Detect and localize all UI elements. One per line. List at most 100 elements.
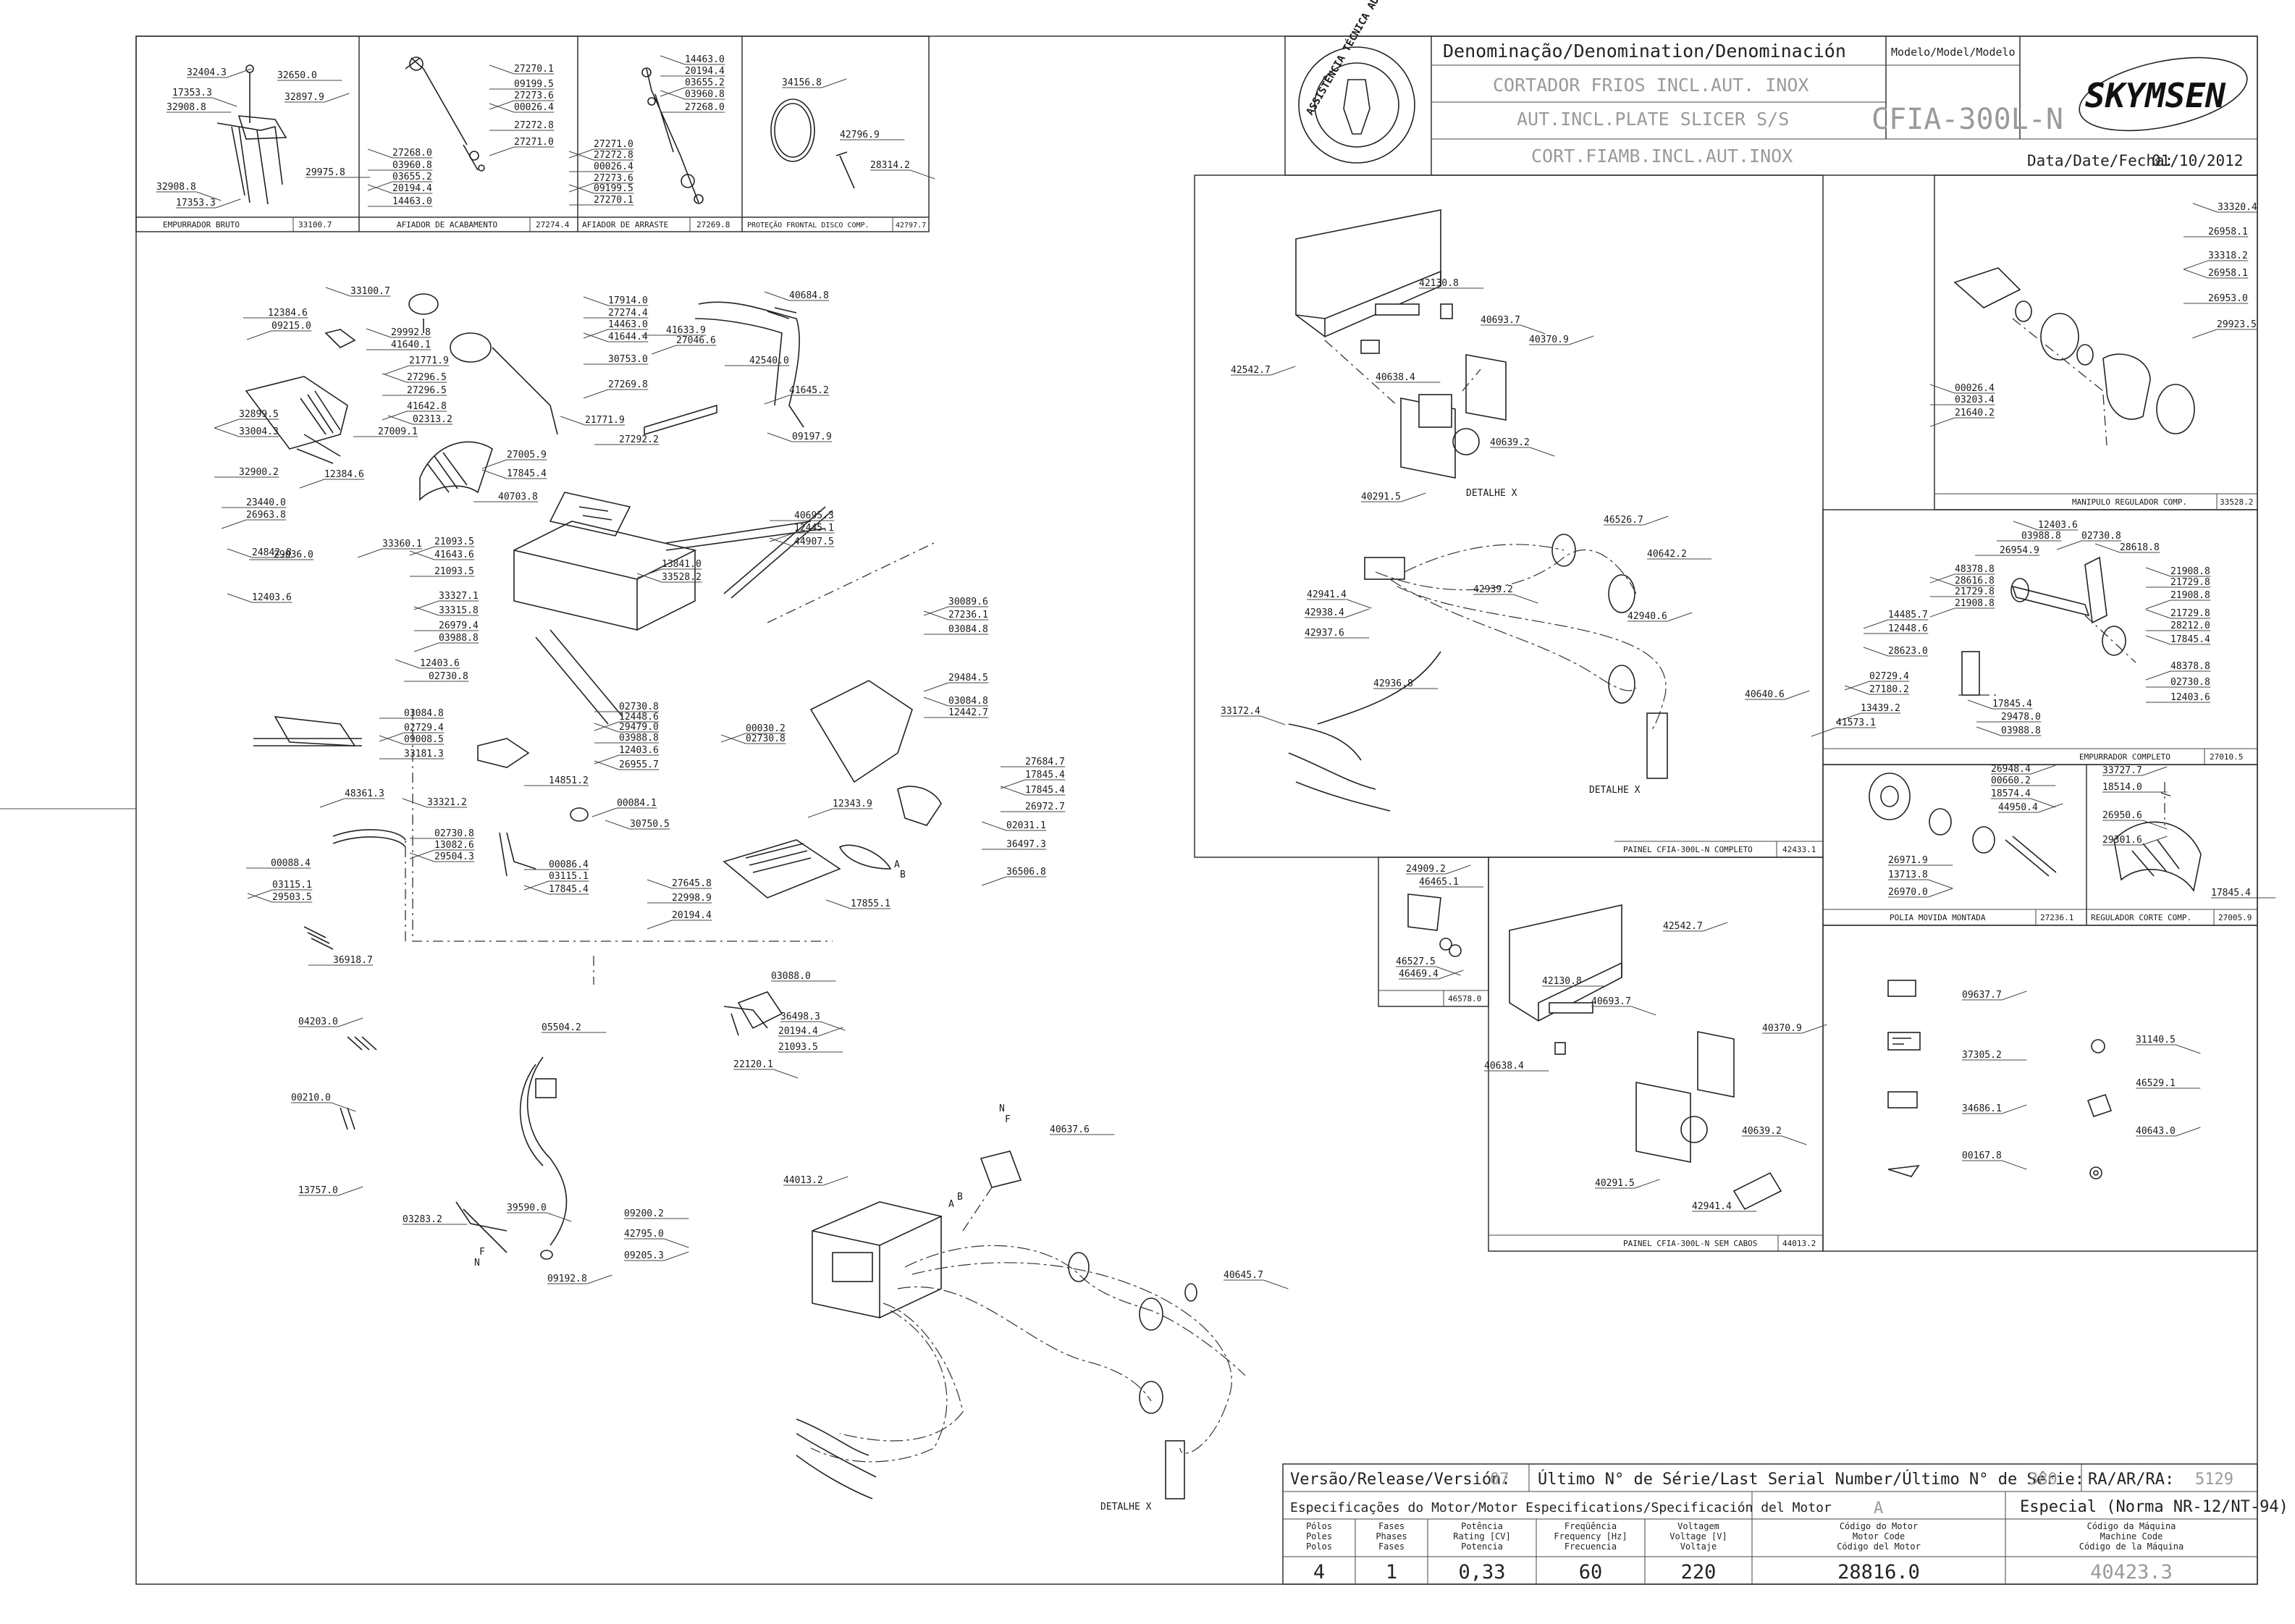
- part-number-label: 02729.4: [404, 723, 444, 733]
- part-number-label: 09199.5: [514, 79, 554, 90]
- callout-leader: [1844, 685, 1870, 695]
- part-number-label: 32404.3: [187, 67, 227, 78]
- callout-leader: [1643, 516, 1669, 526]
- callout-leader: [338, 1186, 363, 1196]
- callout-leader: [923, 606, 949, 616]
- subassembly-captions: EMPURRADOR BRUTO 33100.7 AFIADOR DE ACAB…: [163, 220, 2253, 1248]
- part-number-label: 21093.5: [434, 537, 474, 547]
- part-number-label: 29503.5: [272, 892, 312, 903]
- callout-leader: [547, 1212, 572, 1222]
- part-number-label: 12384.6: [268, 308, 308, 319]
- part-number-label: 00084.1: [617, 798, 657, 809]
- part-number-label: 28623.0: [1888, 646, 1928, 657]
- callout-leader: [357, 548, 383, 558]
- part-number-label: 36506.8: [1006, 867, 1046, 878]
- callout-leader: [1401, 492, 1426, 502]
- part-number-label: 12403.6: [252, 592, 292, 603]
- callout-leader: [246, 330, 272, 340]
- part-number-label: 20194.4: [778, 1026, 818, 1037]
- callout-leader: [1844, 681, 1870, 691]
- part-number-label: 14463.0: [685, 54, 725, 65]
- part-number-label: 27273.6: [594, 173, 633, 184]
- callout-leader: [568, 151, 594, 161]
- part-number-label: 17855.1: [851, 899, 890, 909]
- callout-leader: [2176, 1127, 2201, 1137]
- part-number-label: 21093.5: [434, 566, 474, 577]
- part-number-label: 03655.2: [685, 77, 725, 88]
- callout-leader: [981, 876, 1007, 886]
- callout-leader: [2145, 609, 2171, 619]
- part-number-label: 22998.9: [672, 893, 712, 904]
- part-number-label: 42936.8: [1373, 678, 1413, 689]
- part-number-label: 32650.0: [277, 70, 317, 81]
- motor-spec-value: 220: [1681, 1561, 1717, 1583]
- part-number-label: 32908.8: [167, 102, 206, 113]
- part-number-label: 27180.2: [1869, 684, 1909, 695]
- motor-spec-value: 4: [1313, 1561, 1325, 1583]
- part-number-label: 12445.1: [794, 523, 834, 534]
- part-number-label: 27268.0: [685, 102, 725, 113]
- part-number-label: 42130.8: [1542, 976, 1582, 987]
- part-number-label: 12403.6: [420, 658, 460, 669]
- callout-leader: [387, 415, 413, 425]
- caption-name: AFIADOR DE ARRASTE: [582, 220, 668, 230]
- part-number-label: 27645.8: [672, 878, 712, 889]
- part-number-label: 48378.8: [2170, 661, 2210, 672]
- ra-value: 5129: [2195, 1471, 2233, 1489]
- part-number-label: 17845.4: [1992, 699, 2032, 710]
- part-number-label: 02730.8: [2081, 531, 2121, 542]
- part-number-label: 09637.7: [1962, 990, 2002, 1001]
- caption-code: 44013.2: [1782, 1239, 1816, 1248]
- part-number-label: 34156.8: [782, 77, 822, 88]
- part-number-label: 00026.4: [514, 102, 554, 113]
- part-number-label: 26958.1: [2208, 227, 2248, 237]
- callout-leader: [1263, 1279, 1289, 1289]
- part-number-label: 21771.9: [585, 415, 625, 426]
- part-number-label: 33321.2: [427, 797, 467, 808]
- part-number-label: 40291.5: [1361, 492, 1401, 502]
- part-number-label: 42542.7: [1231, 365, 1271, 376]
- motor-spec-header: Código de la Máquina: [2079, 1541, 2184, 1552]
- part-number-label: 27269.8: [608, 379, 648, 390]
- callout-leader: [2142, 766, 2168, 776]
- motor-spec-header: Phases: [1376, 1531, 1407, 1541]
- brand-logo: SKYMSEN: [2085, 76, 2226, 115]
- part-number-label: 26953.0: [2208, 293, 2248, 304]
- part-number-label: 13757.0: [298, 1185, 338, 1196]
- part-number-label: 29975.8: [306, 167, 345, 178]
- part-number-label: 09008.5: [404, 734, 444, 745]
- part-number-label: 03084.8: [404, 708, 444, 719]
- callout-leader: [769, 537, 795, 547]
- callout-leader: [1344, 608, 1370, 618]
- part-number-label: 02730.8: [746, 733, 786, 744]
- part-number-label: 14463.0: [608, 319, 648, 330]
- callout-leader: [409, 852, 435, 862]
- line-art: [216, 46, 2248, 1499]
- part-number-label: 28212.0: [2170, 620, 2210, 631]
- callout-leader: [2145, 567, 2171, 577]
- callout-leader: [823, 1176, 848, 1186]
- part-number-label: 44907.5: [794, 537, 834, 547]
- callout-leader: [923, 697, 949, 707]
- wire-label: N: [474, 1258, 480, 1269]
- part-number-label: 17845.4: [2211, 888, 2251, 899]
- part-number-label: 33100.7: [350, 286, 390, 297]
- callout-leader: [379, 735, 405, 745]
- part-number-label: 46529.1: [2136, 1078, 2176, 1089]
- part-number-label: 02031.1: [1006, 820, 1046, 831]
- part-number-label: 02730.8: [619, 702, 659, 712]
- part-number-label: 41643.6: [434, 550, 474, 560]
- part-number-label: 27684.7: [1025, 757, 1065, 767]
- callout-leader: [825, 899, 851, 909]
- callout-leader: [2002, 990, 2027, 1001]
- wire-label: B: [900, 870, 906, 880]
- callout-leader: [1260, 715, 1286, 725]
- part-number-label: 17914.0: [608, 295, 648, 306]
- callout-leader: [647, 920, 673, 930]
- part-number-label: 40684.8: [789, 290, 829, 301]
- callout-leader: [1967, 699, 1993, 710]
- part-number-label: 00167.8: [1962, 1150, 2002, 1161]
- part-number-label: 40639.2: [1490, 437, 1530, 448]
- callout-leader: [523, 880, 549, 891]
- part-number-label: 21908.8: [1955, 598, 1995, 609]
